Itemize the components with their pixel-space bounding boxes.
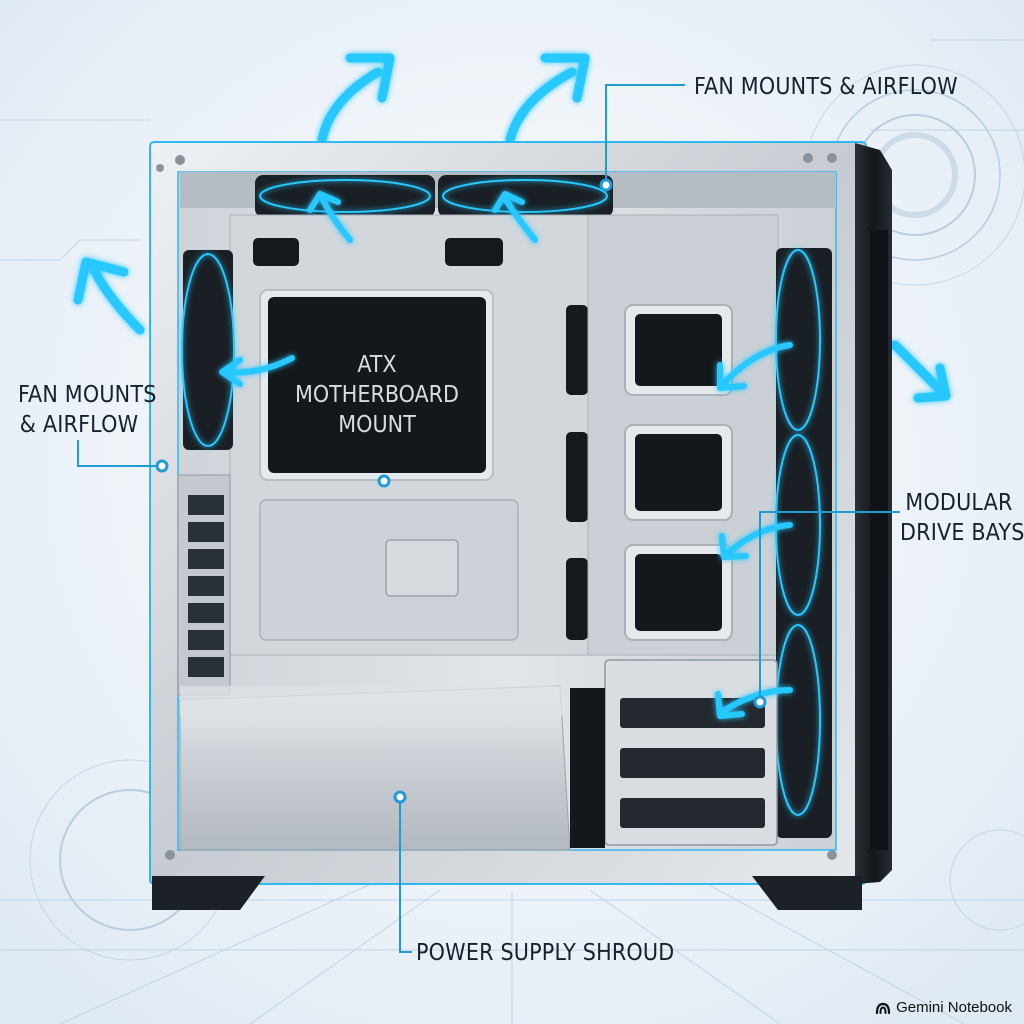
motherboard-mount-label: ATX MOTHERBOARD MOUNT (268, 350, 486, 440)
hdd-cage (604, 659, 778, 846)
motherboard-label-line1: ATX (357, 352, 397, 378)
motherboard-label-line2: MOTHERBOARD (295, 382, 459, 408)
motherboard-dot (377, 474, 391, 488)
callout-dots (155, 178, 767, 804)
front-intake-arrow (890, 340, 945, 395)
hdd-tray (620, 798, 765, 828)
top-fan-1 (255, 175, 435, 217)
hdd-tray (620, 748, 765, 778)
top-exhaust-arrowhead-right (540, 53, 590, 103)
left-fan-leader (77, 440, 162, 467)
exhaust-arrows (73, 53, 951, 403)
left-fan-callout-line1: FAN MOUNTS (18, 382, 157, 408)
corner-screw (175, 155, 185, 165)
motherboard-label-line3: MOUNT (338, 412, 416, 438)
corner-screw (827, 850, 837, 860)
front-fans (775, 248, 832, 838)
gemini-spark-icon (875, 1002, 891, 1014)
drive-bay-callout: MODULAR DRIVE BAYS (900, 488, 1024, 548)
top-exhaust-arrow-right (505, 67, 577, 145)
top-fans (255, 175, 613, 217)
rear-exhaust-arrowhead (73, 257, 129, 305)
psu-dot (393, 790, 407, 804)
psu-callout: POWER SUPPLY SHROUD (416, 940, 675, 966)
corner-screw (803, 153, 813, 163)
callout-lines (77, 84, 900, 953)
top-fan-callout: FAN MOUNTS & AIRFLOW (694, 74, 958, 100)
top-exhaust-arrow-left (317, 67, 383, 145)
top-fan-leader (605, 84, 685, 185)
front-fan-1 (775, 249, 821, 431)
front-intake-arrowhead (913, 363, 951, 403)
drive-bay-cutouts (624, 304, 733, 641)
front-mesh (870, 230, 888, 850)
rear-fan (181, 250, 235, 450)
expansion-slots (177, 474, 231, 696)
corner-screw (156, 164, 164, 172)
psu-gap (570, 688, 605, 848)
top-fan-dot (599, 178, 613, 192)
watermark-text: Gemini Notebook (896, 999, 1012, 1016)
motherboard-mount-window (268, 297, 486, 473)
case-foot-left (152, 876, 265, 910)
cable-grommet-panel (385, 539, 459, 597)
watermark: Gemini Notebook (875, 999, 1012, 1016)
psu-leader (399, 798, 412, 953)
corner-screw (165, 850, 175, 860)
case-foot-right (752, 876, 862, 910)
corner-screw (827, 153, 837, 163)
drive-bay-callout-line1: MODULAR (905, 490, 1013, 516)
left-fan-callout: FAN MOUNTS & AIRFLOW (18, 380, 157, 440)
drive-bay-leader (759, 511, 900, 700)
drive-bay-dot (753, 695, 767, 709)
interior-airflow-arrows (219, 191, 793, 719)
top-fan-2 (438, 175, 613, 217)
left-fan-callout-line2: & AIRFLOW (19, 412, 139, 438)
psu-shroud (179, 685, 605, 851)
drive-bay-callout-line2: DRIVE BAYS (900, 520, 1024, 546)
rear-exhaust-arrow (89, 265, 145, 335)
top-exhaust-arrowhead-left (345, 53, 395, 103)
left-fan-dot (155, 459, 169, 473)
